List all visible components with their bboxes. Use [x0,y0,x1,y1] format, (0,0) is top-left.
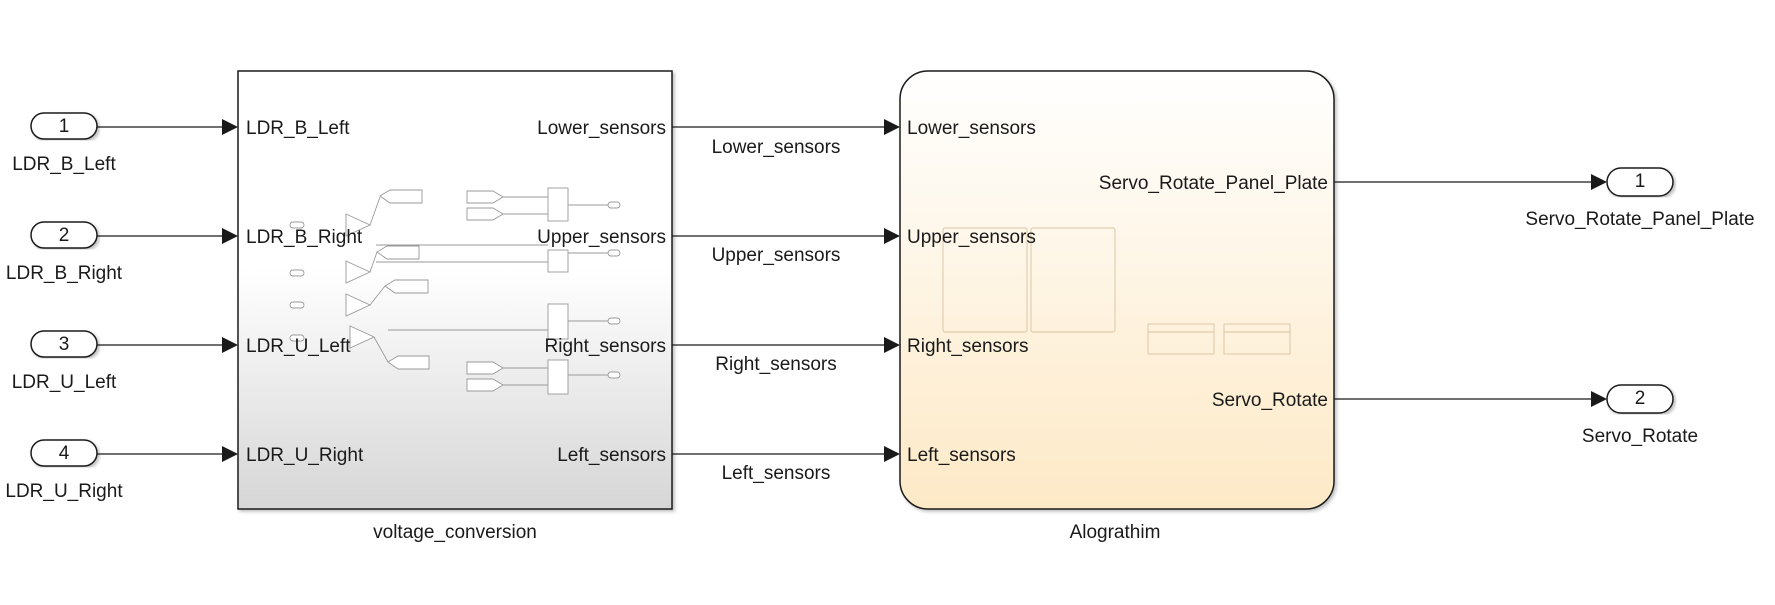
vc-input-label-2: LDR_B_Right [246,227,363,248]
signal-label-2: Upper_sensors [712,245,841,266]
alg-input-label-1: Lower_sensors [907,118,1036,139]
signal-label-1: Lower_sensors [712,137,841,158]
inport-4[interactable]: 4 LDR_U_Right [5,439,123,502]
input-wires [97,119,238,462]
arrow-head [222,228,238,244]
vc-output-label-4: Left_sensors [557,445,666,466]
inport-4-label: LDR_U_Right [5,481,123,502]
inport-1[interactable]: 1 LDR_B_Left [12,112,116,175]
arrow-head [884,446,900,462]
vc-output-label-3: Right_sensors [545,336,666,357]
arrow-head [884,337,900,353]
voltage-conversion-name: voltage_conversion [373,522,537,543]
signal-wires: Lower_sensors Upper_sensors Right_sensor… [672,119,900,484]
algorithm-frame [899,70,1335,510]
inport-3-label: LDR_U_Left [12,372,117,393]
inport-1-label: LDR_B_Left [12,154,116,175]
vc-output-label-1: Lower_sensors [537,118,666,139]
algorithm-block[interactable]: Lower_sensors Upper_sensors Right_sensor… [899,70,1335,543]
arrow-head [222,337,238,353]
outport-1-label: Servo_Rotate_Panel_Plate [1525,209,1754,230]
inport-2-number: 2 [59,225,70,246]
alg-input-label-3: Right_sensors [907,336,1028,357]
inport-2[interactable]: 2 LDR_B_Right [6,221,123,284]
outport-1-number: 1 [1635,171,1646,192]
arrow-head [1591,174,1607,190]
inport-4-shape [30,439,98,467]
alg-output-label-2: Servo_Rotate [1212,390,1328,411]
outport-1-shape [1606,167,1674,197]
vc-output-label-2: Upper_sensors [537,227,666,248]
arrow-head [884,119,900,135]
inport-4-number: 4 [59,443,70,464]
inport-2-label: LDR_B_Right [6,263,123,284]
inport-3-number: 3 [59,334,70,355]
alg-input-label-2: Upper_sensors [907,227,1036,248]
alg-output-label-1: Servo_Rotate_Panel_Plate [1099,173,1328,194]
signal-label-4: Left_sensors [722,463,831,484]
vc-input-label-3: LDR_U_Left [246,336,351,357]
inport-3[interactable]: 3 LDR_U_Left [12,330,117,393]
outport-2-number: 2 [1635,388,1646,409]
inport-1-shape [30,112,98,140]
outport-1[interactable]: 1 Servo_Rotate_Panel_Plate [1525,167,1755,230]
arrow-head [884,228,900,244]
inport-1-number: 1 [59,116,70,137]
voltage-conversion-block[interactable]: LDR_B_Left LDR_B_Right LDR_U_Left LDR_U_… [237,70,673,543]
signal-label-3: Right_sensors [715,354,836,375]
voltage-conversion-frame [237,70,673,510]
arrow-head [1591,391,1607,407]
inport-2-shape [30,221,98,249]
vc-input-label-4: LDR_U_Right [246,445,364,466]
alg-input-label-4: Left_sensors [907,445,1016,466]
vc-input-label-1: LDR_B_Left [246,118,350,139]
voltage-conversion-preview [289,187,621,395]
outport-2-shape [1606,384,1674,414]
algorithm-name: Alograthim [1070,522,1161,543]
output-wires [1334,174,1607,407]
inport-3-shape [30,330,98,358]
algorithm-preview [942,227,1291,355]
arrow-head [222,119,238,135]
arrow-head [222,446,238,462]
outport-2-label: Servo_Rotate [1582,426,1698,447]
outport-2[interactable]: 2 Servo_Rotate [1582,384,1698,447]
